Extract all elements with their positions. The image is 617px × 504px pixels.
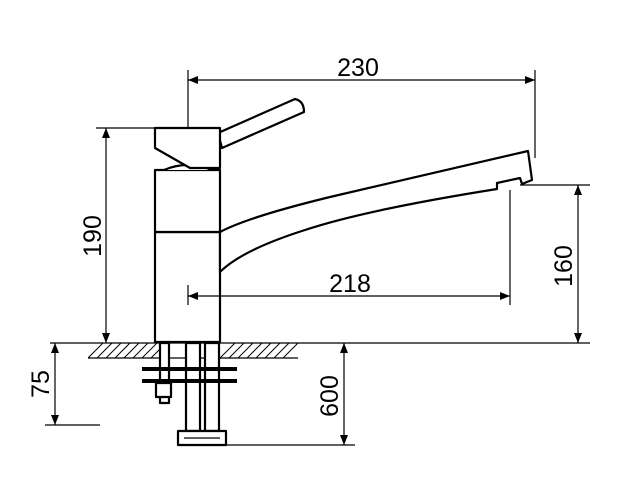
washer-bottom (142, 379, 237, 383)
hose-left (184, 341, 202, 433)
dimension-label-600: 600 (316, 375, 344, 417)
lever-handle (153, 97, 306, 170)
stud-nut (154, 381, 173, 399)
hose-right (203, 341, 221, 433)
dimension-190: 190 (79, 127, 155, 343)
dimension-75: 75 (27, 343, 100, 426)
spout (218, 149, 534, 274)
dimension-230: 230 (187, 54, 536, 158)
under-counter-assembly (142, 341, 237, 447)
dimension-600: 600 (226, 343, 355, 446)
dimension-label-230: 230 (337, 54, 379, 82)
faucet-body (153, 163, 222, 344)
dimension-label-218: 218 (329, 270, 371, 298)
dimension-160: 160 (520, 184, 590, 343)
handle-cap (153, 126, 222, 170)
handle-lever (216, 97, 306, 150)
dimension-label-160: 160 (550, 245, 578, 287)
dimension-label-190: 190 (79, 215, 107, 257)
washer-top (142, 367, 237, 371)
body-upper (153, 168, 222, 234)
dimension-label-75: 75 (27, 370, 55, 398)
threaded-stud (158, 341, 171, 405)
countertop-hatch (88, 343, 298, 358)
dimension-218: 218 (187, 190, 511, 305)
